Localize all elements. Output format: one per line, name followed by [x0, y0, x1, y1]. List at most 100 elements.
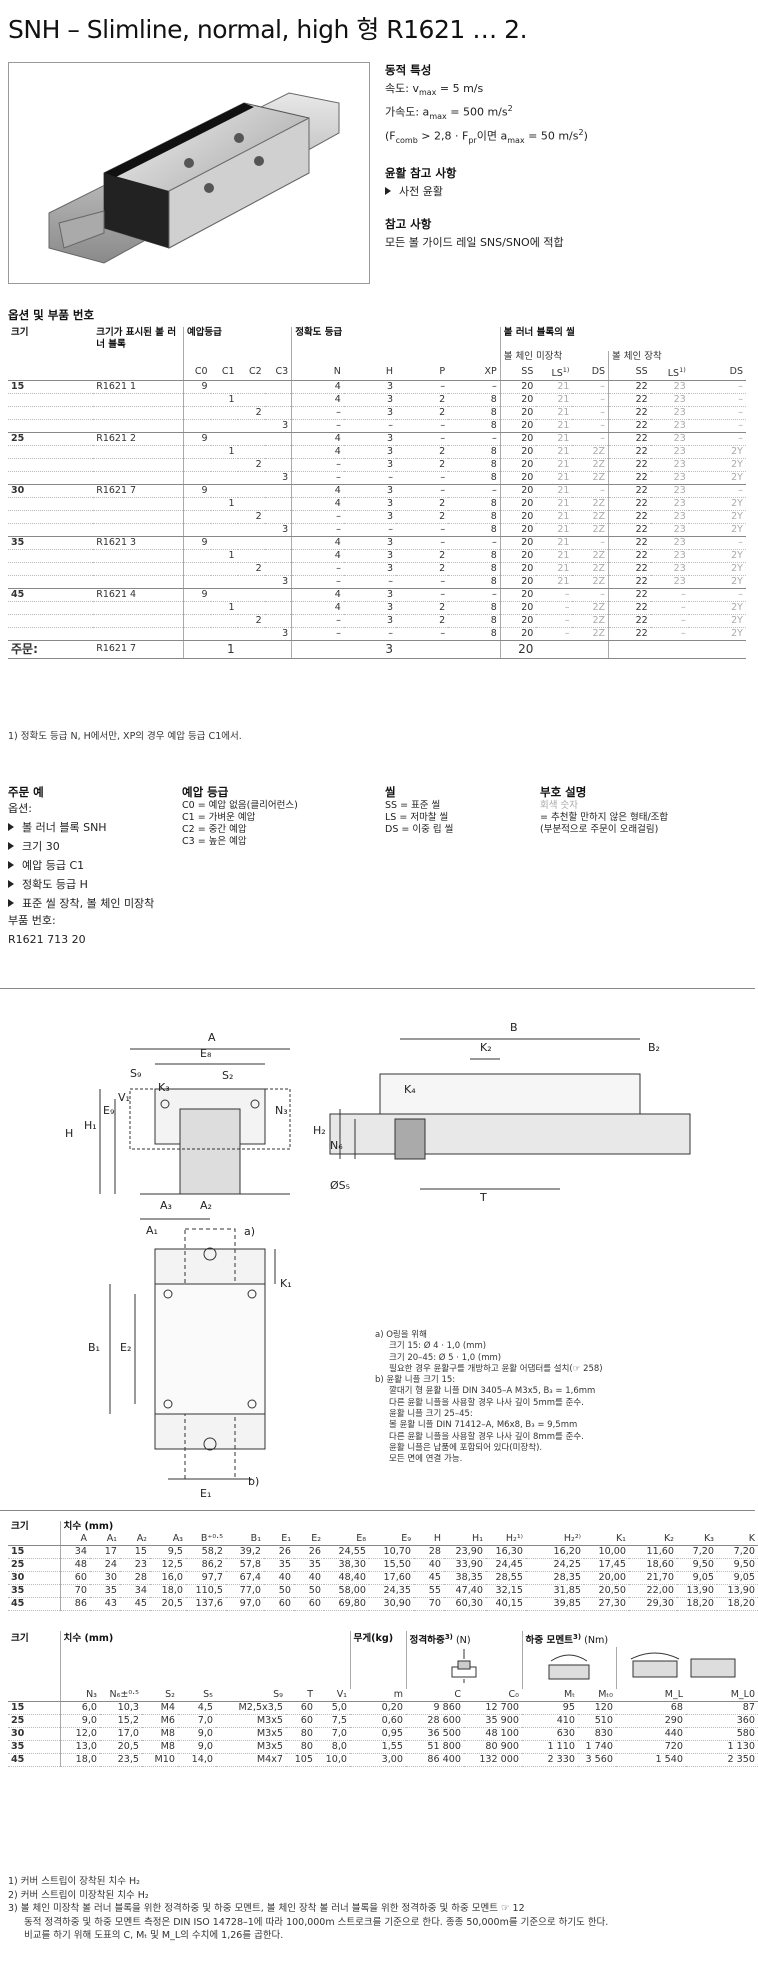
- option-cell: –: [650, 627, 689, 641]
- seal-col: LS1): [536, 363, 573, 381]
- dim-cell: 10,0: [316, 1753, 350, 1768]
- dim-col: A₁: [90, 1533, 120, 1547]
- dim-cell: 47,40: [444, 1584, 486, 1599]
- drawing-label: B: [510, 1021, 518, 1034]
- dim-cell: 38,30: [324, 1558, 369, 1573]
- dim-cell: 48,40: [324, 1571, 369, 1586]
- order-preload: 1: [210, 640, 238, 659]
- symbol-legend: 부호 설명 회색 숫자 = 추천할 만하지 않은 형태/조합(부분적으로 주문이…: [540, 784, 750, 836]
- dim-cell: 20,00: [584, 1571, 629, 1586]
- dim-cell: 60: [286, 1701, 316, 1716]
- drawing-label: K₂: [480, 1041, 492, 1054]
- dim-col: K: [717, 1533, 758, 1547]
- option-cell: 21: [536, 523, 573, 537]
- note-line: 크기 15: Ø 4 · 1,0 (mm): [389, 1341, 487, 1352]
- dim-cell: M3x5: [216, 1714, 286, 1729]
- option-cell: 4: [291, 549, 344, 563]
- preload-mark: 1: [210, 549, 238, 563]
- bottom-footnotes: 1) 커버 스트립이 장착된 치수 H₂ 2) 커버 스트립이 미장착된 치수 …: [8, 1875, 748, 1943]
- option-cell: 21: [536, 536, 573, 550]
- dim-cell: 38,35: [444, 1571, 486, 1586]
- order-item: 정확도 등급 H: [8, 877, 183, 893]
- dim-cell: 58,00: [324, 1584, 369, 1599]
- dim-cell: 0,60: [350, 1714, 406, 1729]
- preload-mark: 1: [210, 497, 238, 511]
- option-cell: 22: [608, 484, 651, 498]
- option-cell: 3: [343, 406, 396, 420]
- seal-col: LS1): [650, 363, 689, 381]
- option-cell: 2Z: [572, 471, 609, 485]
- dim-cell: 1 540: [616, 1753, 686, 1768]
- dim-cell: 25: [8, 1714, 60, 1729]
- seal-col: DS: [572, 363, 609, 381]
- option-cell: 20: [499, 471, 537, 485]
- option-cell: 21: [536, 484, 573, 498]
- dim-col: K₃: [677, 1533, 717, 1547]
- dim-cell: 34: [120, 1584, 150, 1599]
- dim-cell: 17,60: [369, 1571, 414, 1586]
- dim-cell: 4,5: [178, 1701, 216, 1716]
- drawing-label: E₈: [200, 1047, 212, 1060]
- dim-cell: 21,70: [629, 1571, 677, 1586]
- dim-cell: 12 700: [464, 1701, 522, 1716]
- dim-cell: 630: [522, 1727, 578, 1742]
- option-cell: –: [395, 523, 449, 537]
- option-cell: –: [688, 380, 746, 394]
- part-label: 부품 번호:: [8, 914, 56, 927]
- option-cell: –: [688, 484, 746, 498]
- option-cell: –: [395, 419, 449, 433]
- option-cell: –: [343, 627, 396, 641]
- option-cell: –: [291, 471, 344, 485]
- dim-cell: 9 860: [406, 1701, 464, 1716]
- dim-col: K₁: [584, 1533, 629, 1547]
- preload-mark: 1: [210, 445, 238, 459]
- option-cell: –: [536, 614, 573, 628]
- dim-col: B⁺⁰·⁵: [186, 1533, 226, 1547]
- option-cell: 3: [343, 484, 396, 498]
- dim-cell: 26: [264, 1545, 294, 1560]
- option-cell: 22: [608, 523, 651, 537]
- dim-cell: 60: [294, 1597, 324, 1612]
- dim-cell: 9,05: [717, 1571, 758, 1586]
- option-cell: –: [395, 588, 449, 602]
- option-cell: 23: [650, 484, 689, 498]
- option-cell: 2: [395, 497, 449, 511]
- preload-mark: 9: [182, 380, 211, 394]
- moment-ml-icon: [631, 1652, 736, 1678]
- load-direction-icon: [451, 1649, 477, 1684]
- dim-cell: 57,8: [226, 1558, 264, 1573]
- option-cell: 8: [448, 510, 501, 524]
- option-cell: 20: [499, 497, 537, 511]
- dim-cell: 60,30: [444, 1597, 486, 1612]
- dim-cell: 15,50: [369, 1558, 414, 1573]
- drawing-label: E₂: [120, 1341, 131, 1354]
- dim-cell: 60: [59, 1571, 90, 1586]
- option-cell: 2Y: [688, 523, 746, 537]
- dim-cell: 97,7: [186, 1571, 226, 1586]
- option-cell: 2: [395, 458, 449, 472]
- size-cell: 30: [8, 484, 94, 498]
- acceleration-condition: (Fcomb > 2,8 · Fpr이면 amax = 50 m/s2): [385, 128, 588, 145]
- dim-col: C: [406, 1689, 464, 1703]
- note-line: 볼 윤활 니플 DIN 71412–A, M6x8, B₃ = 9,5mm: [389, 1420, 578, 1431]
- seal-legend-line: DS = 이중 립 씰: [385, 824, 454, 835]
- option-cell: 2: [395, 562, 449, 576]
- dim-cell: 45: [120, 1597, 150, 1612]
- dim-cell: 5,0: [316, 1701, 350, 1716]
- dim1-dims-header: 치수 (mm): [59, 1521, 758, 1534]
- dim2-moment-header: 하중 모멘트3) (Nm): [521, 1631, 758, 1648]
- option-cell: 3: [343, 393, 396, 407]
- option-cell: 22: [608, 627, 651, 641]
- dim-cell: 32,15: [486, 1584, 526, 1599]
- dim-cell: 16,0: [150, 1571, 186, 1586]
- option-cell: 3: [343, 614, 396, 628]
